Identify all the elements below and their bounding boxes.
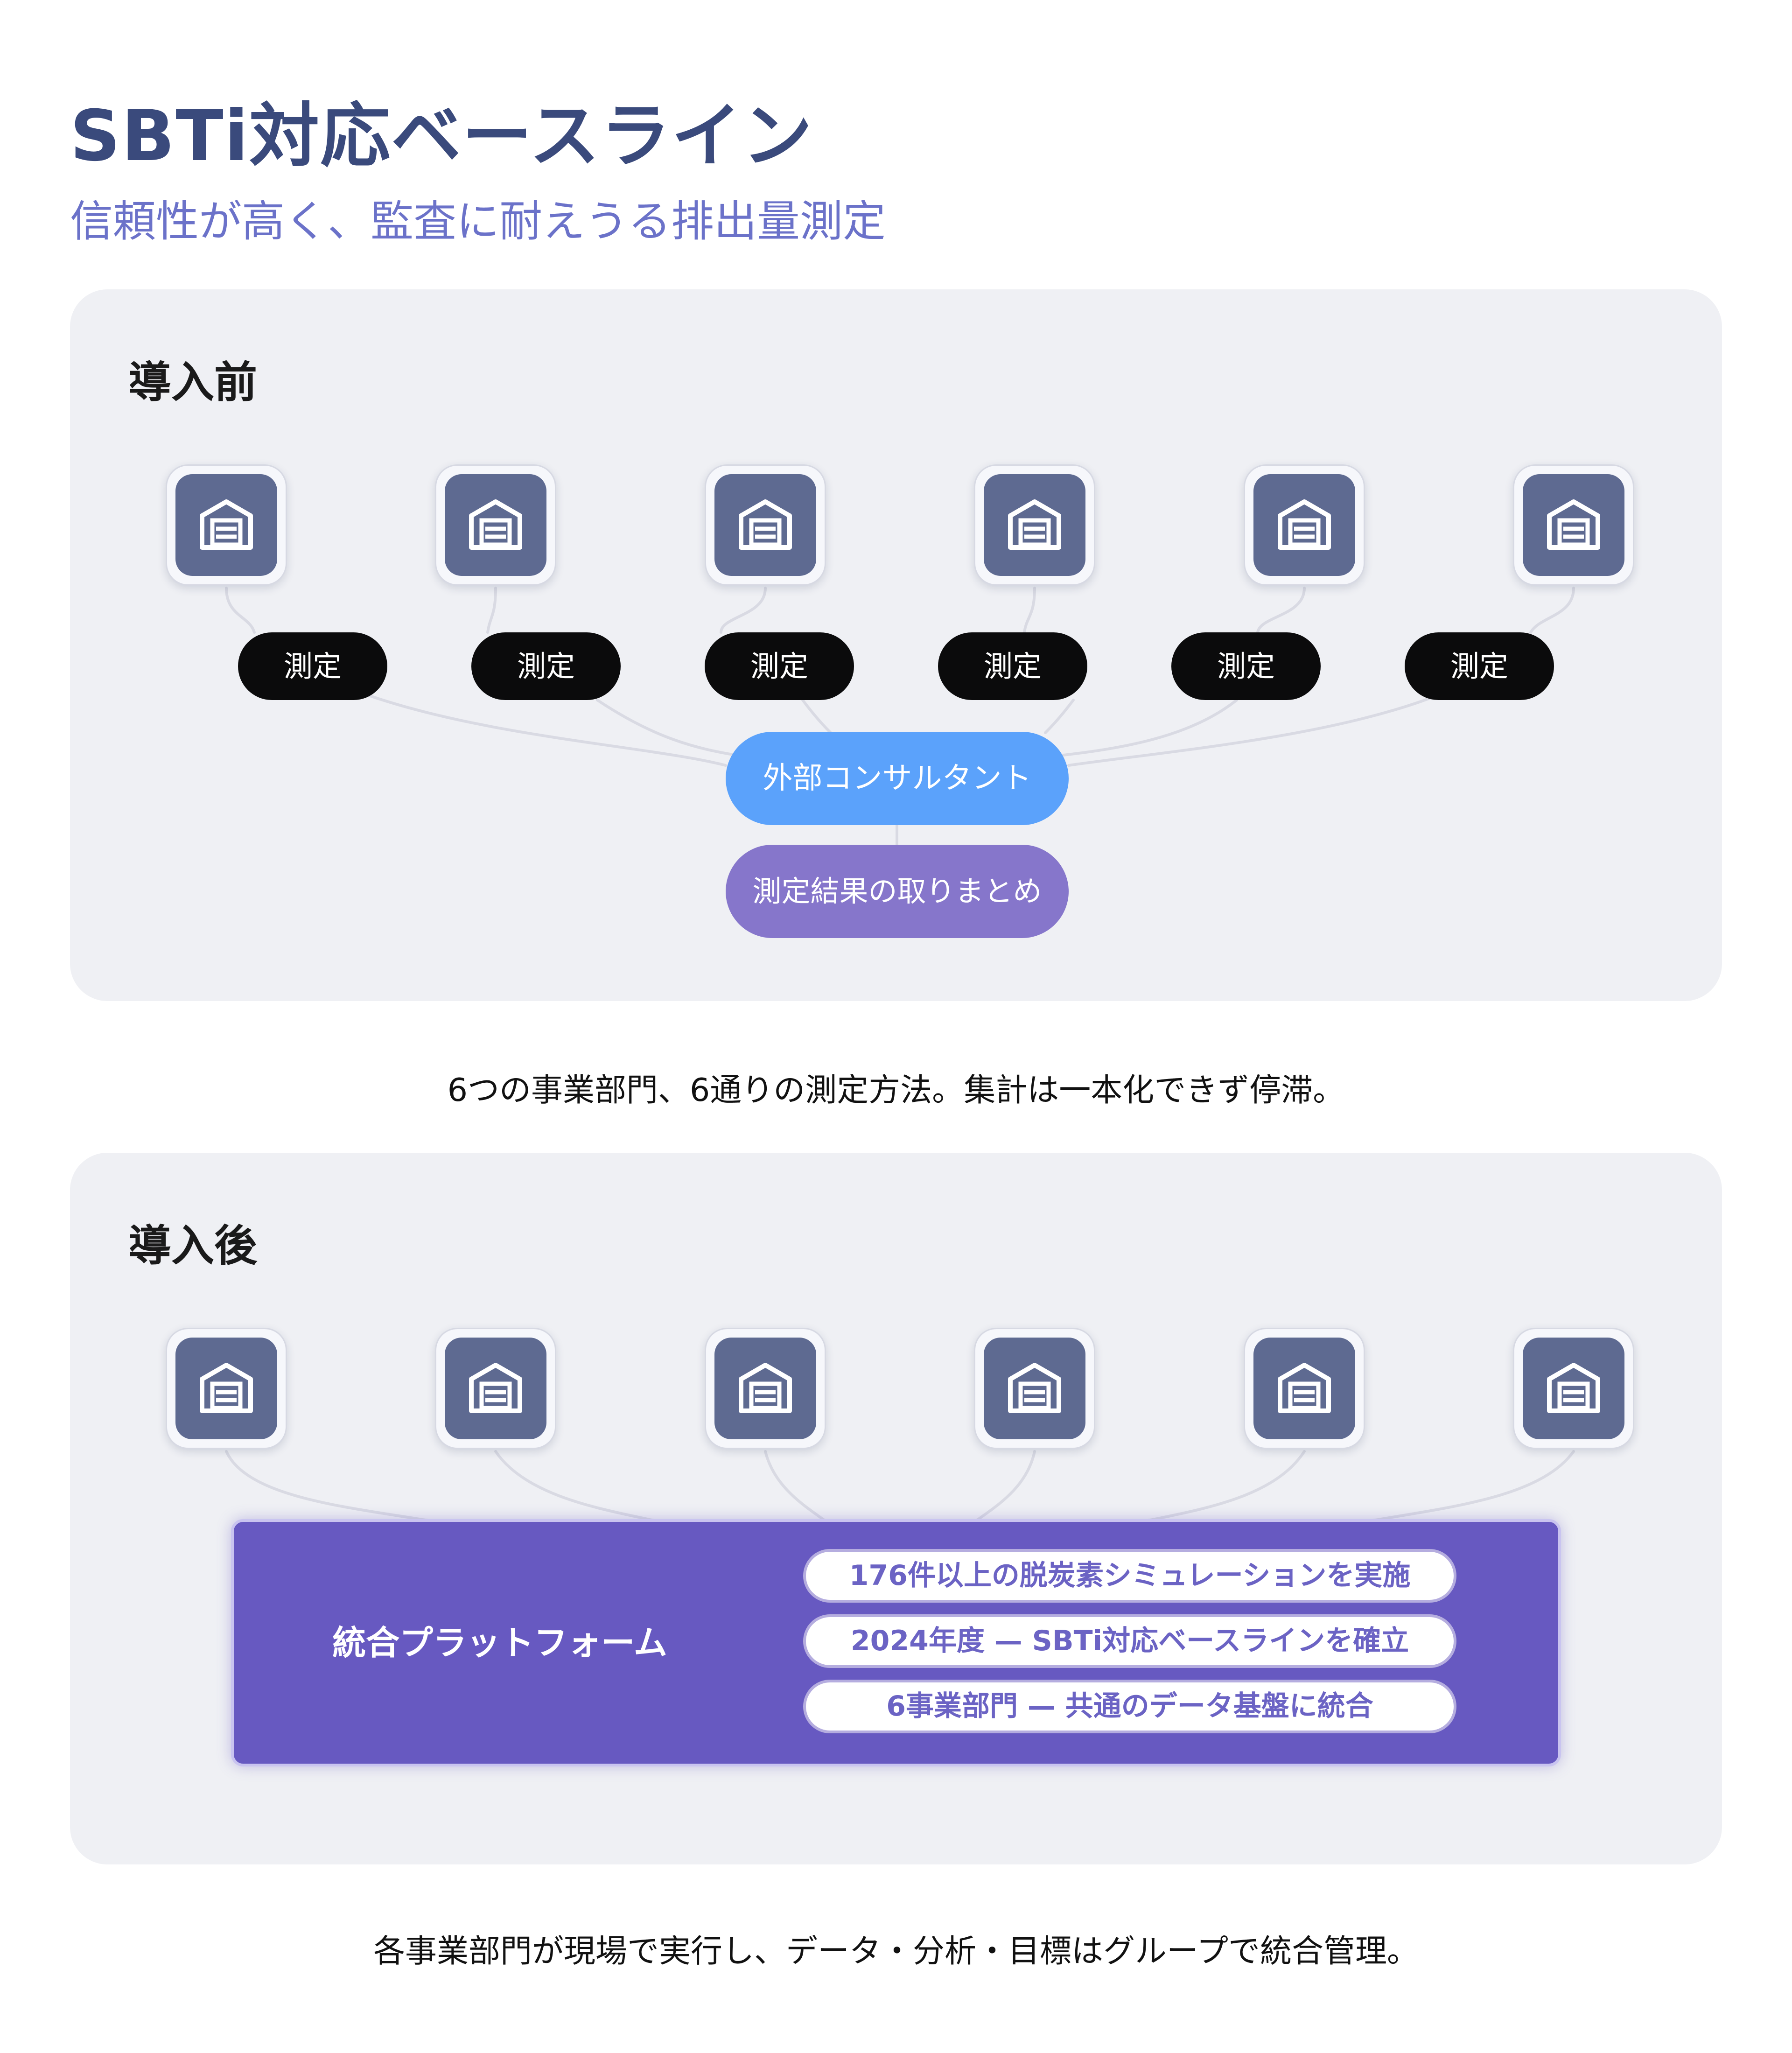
measure-pill: 測定 bbox=[705, 632, 854, 700]
warehouse-icon bbox=[469, 1363, 522, 1413]
warehouse-icon bbox=[1008, 499, 1061, 550]
after-panel-title: 導入後 bbox=[128, 1221, 258, 1271]
warehouse-icon bbox=[200, 1363, 253, 1413]
business-unit bbox=[974, 1328, 1095, 1449]
warehouse-icon bbox=[739, 1363, 792, 1413]
warehouse-icon bbox=[739, 499, 792, 550]
measure-pill: 測定 bbox=[1171, 632, 1321, 700]
business-unit bbox=[1513, 464, 1634, 586]
warehouse-icon bbox=[469, 499, 522, 550]
page-subtitle: 信頼性が高く、監査に耐えうる排出量測定 bbox=[70, 196, 886, 246]
external-consultant-node: 外部コンサルタント bbox=[726, 732, 1069, 825]
after-caption: 各事業部門が現場で実行し、データ・分析・目標はグループで統合管理。 bbox=[373, 1933, 1419, 1970]
after-connectors bbox=[225, 1450, 1575, 1523]
warehouse-icon bbox=[1547, 499, 1600, 550]
business-unit bbox=[974, 464, 1095, 586]
business-unit bbox=[705, 1328, 826, 1449]
platform-label: 統合プラットフォーム bbox=[332, 1623, 667, 1662]
before-panel: 導入前 bbox=[70, 289, 1722, 1001]
before-panel-title: 導入前 bbox=[128, 357, 258, 407]
after-panel: 導入後 bbox=[70, 1153, 1722, 1864]
platform-item: 2024年度 — SBTi対応ベースラインを確立 bbox=[803, 1614, 1456, 1668]
business-unit bbox=[705, 464, 826, 586]
warehouse-icon bbox=[1278, 499, 1331, 550]
before-connectors bbox=[225, 587, 1575, 846]
before-caption: 6つの事業部門、6通りの測定方法。集計は一本化できず停滞。 bbox=[447, 1072, 1345, 1109]
results-summary-node: 測定結果の取りまとめ bbox=[726, 845, 1069, 938]
warehouse-icon bbox=[1547, 1363, 1600, 1413]
warehouse-icon bbox=[200, 499, 253, 550]
warehouse-icon bbox=[1278, 1363, 1331, 1413]
warehouse-icon bbox=[1008, 1363, 1061, 1413]
measure-pill: 測定 bbox=[238, 632, 387, 700]
page-title: SBTi対応ベースライン bbox=[70, 96, 813, 177]
business-unit bbox=[1244, 464, 1365, 586]
business-unit bbox=[435, 1328, 556, 1449]
platform-item: 176件以上の脱炭素シミュレーションを実施 bbox=[803, 1549, 1456, 1603]
measure-pill: 測定 bbox=[471, 632, 621, 700]
business-unit bbox=[1244, 1328, 1365, 1449]
business-unit bbox=[166, 1328, 287, 1449]
business-unit bbox=[1513, 1328, 1634, 1449]
measure-pill: 測定 bbox=[938, 632, 1087, 700]
measure-pill: 測定 bbox=[1405, 632, 1554, 700]
integrated-platform: 統合プラットフォーム 176件以上の脱炭素シミュレーションを実施 2024年度 … bbox=[231, 1519, 1561, 1766]
business-unit bbox=[166, 464, 287, 586]
platform-item: 6事業部門 — 共通のデータ基盤に統合 bbox=[803, 1680, 1456, 1733]
business-unit bbox=[435, 464, 556, 586]
